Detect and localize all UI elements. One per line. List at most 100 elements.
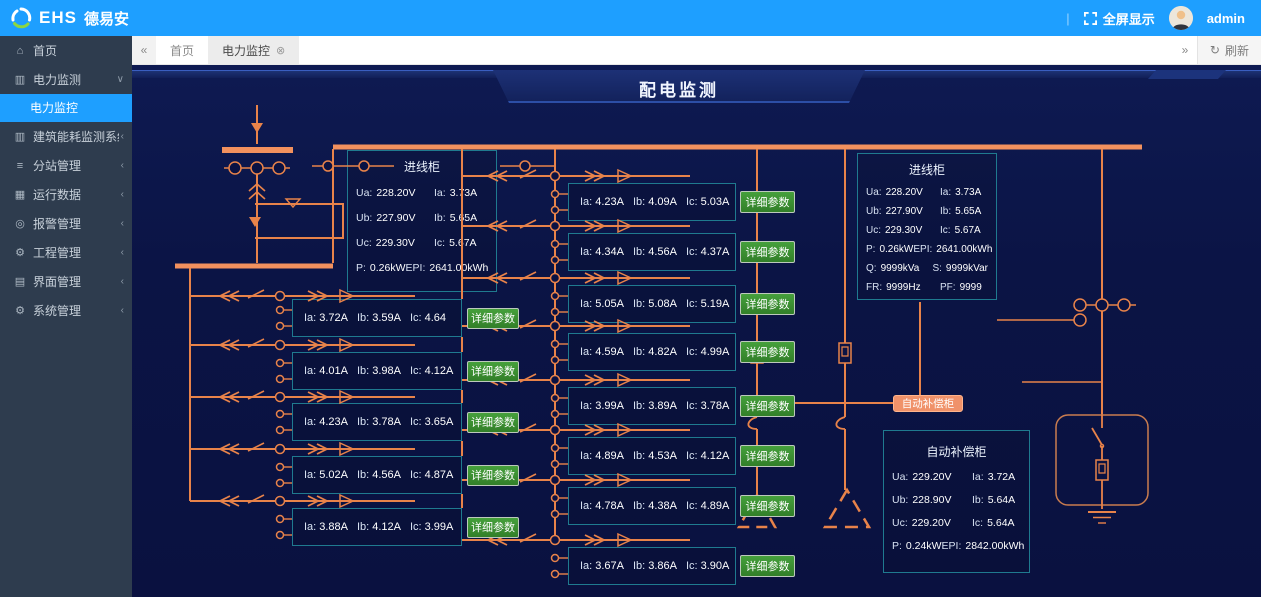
sidebar-item[interactable]: ▦运行数据‹ [0,180,132,209]
panel-pair: Ib:5.65A [434,212,477,224]
sidebar-item[interactable]: ◎报警管理‹ [0,209,132,238]
ia-value: 3.72A [319,312,348,324]
ic-label: Ic: [409,521,422,533]
detail-params-button[interactable]: 详细参数 [467,464,519,486]
reading-pair: Ia:3.88A [304,521,348,533]
reading-pair: Ic:3.90A [686,560,729,572]
panel-title: 自动补偿柜 [926,445,987,459]
auto-compensation-cabinet-button[interactable]: 自动补偿柜 [893,395,963,412]
detail-params-button[interactable]: 详细参数 [467,360,519,382]
detail-params-button[interactable]: 详细参数 [740,395,795,417]
detail-params-button[interactable]: 详细参数 [740,495,795,517]
tab-0[interactable]: 首页 [156,36,208,64]
sidebar-item[interactable]: ⌂首页 [0,36,132,65]
collapse-tabs-icon[interactable]: « [132,36,156,64]
reading-pair: Ic:3.65A [410,416,453,428]
detail-params-button[interactable]: 详细参数 [467,307,519,329]
detail-params-button[interactable]: 详细参数 [740,341,795,363]
ia-value: 5.05A [595,298,624,310]
building-icon: ▥ [14,74,26,86]
param-value: 9999Hz [886,282,921,293]
param-label: EPI: [941,539,962,552]
ib-value: 4.53A [648,450,677,462]
ia-label: Ia: [304,469,317,481]
panel-pair: Ua:228.20V [866,187,940,198]
panel-pair: Ia:3.72A [972,471,1015,483]
detail-params-button[interactable]: 详细参数 [467,516,519,538]
sidebar-item[interactable]: ⚙工程管理‹ [0,238,132,267]
param-label: Ub: [892,493,909,506]
ib-value: 4.12A [372,521,401,533]
ic-value: 4.12A [700,450,730,462]
detail-params-button[interactable]: 详细参数 [740,191,795,213]
ib-label: Ib: [356,416,370,428]
reading-pair: Ia:3.67A [580,560,624,572]
detail-params-button[interactable]: 详细参数 [740,555,795,577]
ic-value: 3.78A [700,400,730,412]
param-value: 2641.00kWh [429,261,489,274]
list-icon: ≡ [16,159,24,172]
tab-bar: « 首页电力监控⊗ » ↻ 刷新 [132,36,1261,65]
ia-label: Ia: [580,400,593,412]
detail-params-button[interactable]: 详细参数 [740,445,795,467]
ic-label: Ic: [409,469,422,481]
panel-pair: Uc:229.30V [356,237,434,249]
scroll-tabs-icon[interactable]: » [1172,36,1197,64]
ib-value: 3.89A [648,400,677,412]
sidebar-item[interactable]: ⚙系统管理‹ [0,296,132,325]
reading-pair: Ib:3.98A [357,365,401,377]
param-value: 2842.00kWh [965,539,1025,552]
param-label: P: [866,244,876,255]
param-value: 229.20V [912,470,952,483]
ib-value: 3.86A [648,560,677,572]
sidebar-item[interactable]: ▥电力监测∨ [0,65,132,94]
panel-title: 进线柜 [908,163,945,177]
param-value: 228.90V [912,493,952,506]
ia-value: 4.59A [595,346,624,358]
param-label: Ia: [940,187,952,198]
fullscreen-button[interactable]: 全屏显示 [1083,9,1155,28]
param-label: Uc: [892,516,908,529]
panel-pair: EPI:2842.00kWh [942,540,1025,552]
ib-value: 4.38A [648,500,677,512]
avatar[interactable] [1168,6,1193,30]
refresh-button[interactable]: ↻ 刷新 [1196,36,1261,64]
reading-pair: Ib:4.09A [633,196,677,208]
logo-text-ehs: EHS [39,8,77,27]
ic-label: Ic: [685,298,698,310]
tab-close-icon[interactable]: ⊗ [276,44,286,57]
detail-params-button[interactable]: 详细参数 [467,411,519,433]
reading-pair: Ia:3.99A [580,400,624,412]
param-value: 5.67A [954,225,981,236]
sidebar-subitem[interactable]: 电力监控 [0,94,132,122]
chevron-left-icon: ‹ [120,276,124,287]
tab-1[interactable]: 电力监控⊗ [208,36,300,64]
sidebar-item[interactable]: ▥建筑能耗监测系统‹ [0,122,132,151]
param-label: P: [356,261,366,274]
detail-params-button[interactable]: 详细参数 [740,293,795,315]
sidebar-item[interactable]: ≡分站管理‹ [0,151,132,180]
param-value: 228.20V [885,187,923,198]
ib-value: 5.08A [648,298,677,310]
sidebar-item-label: 系统管理 [33,304,82,318]
ia-label: Ia: [580,500,593,512]
username-label[interactable]: admin [1206,10,1245,26]
sidebar-item[interactable]: ▤界面管理‹ [0,267,132,296]
sidebar-submenu: 电力监控 [0,94,132,122]
param-label: FR: [866,282,883,293]
ia-value: 3.99A [595,400,624,412]
panel-pair: EPI:2641.00kWh [913,244,992,255]
detail-params-button[interactable]: 详细参数 [740,241,795,263]
param-label: S: [932,263,942,274]
